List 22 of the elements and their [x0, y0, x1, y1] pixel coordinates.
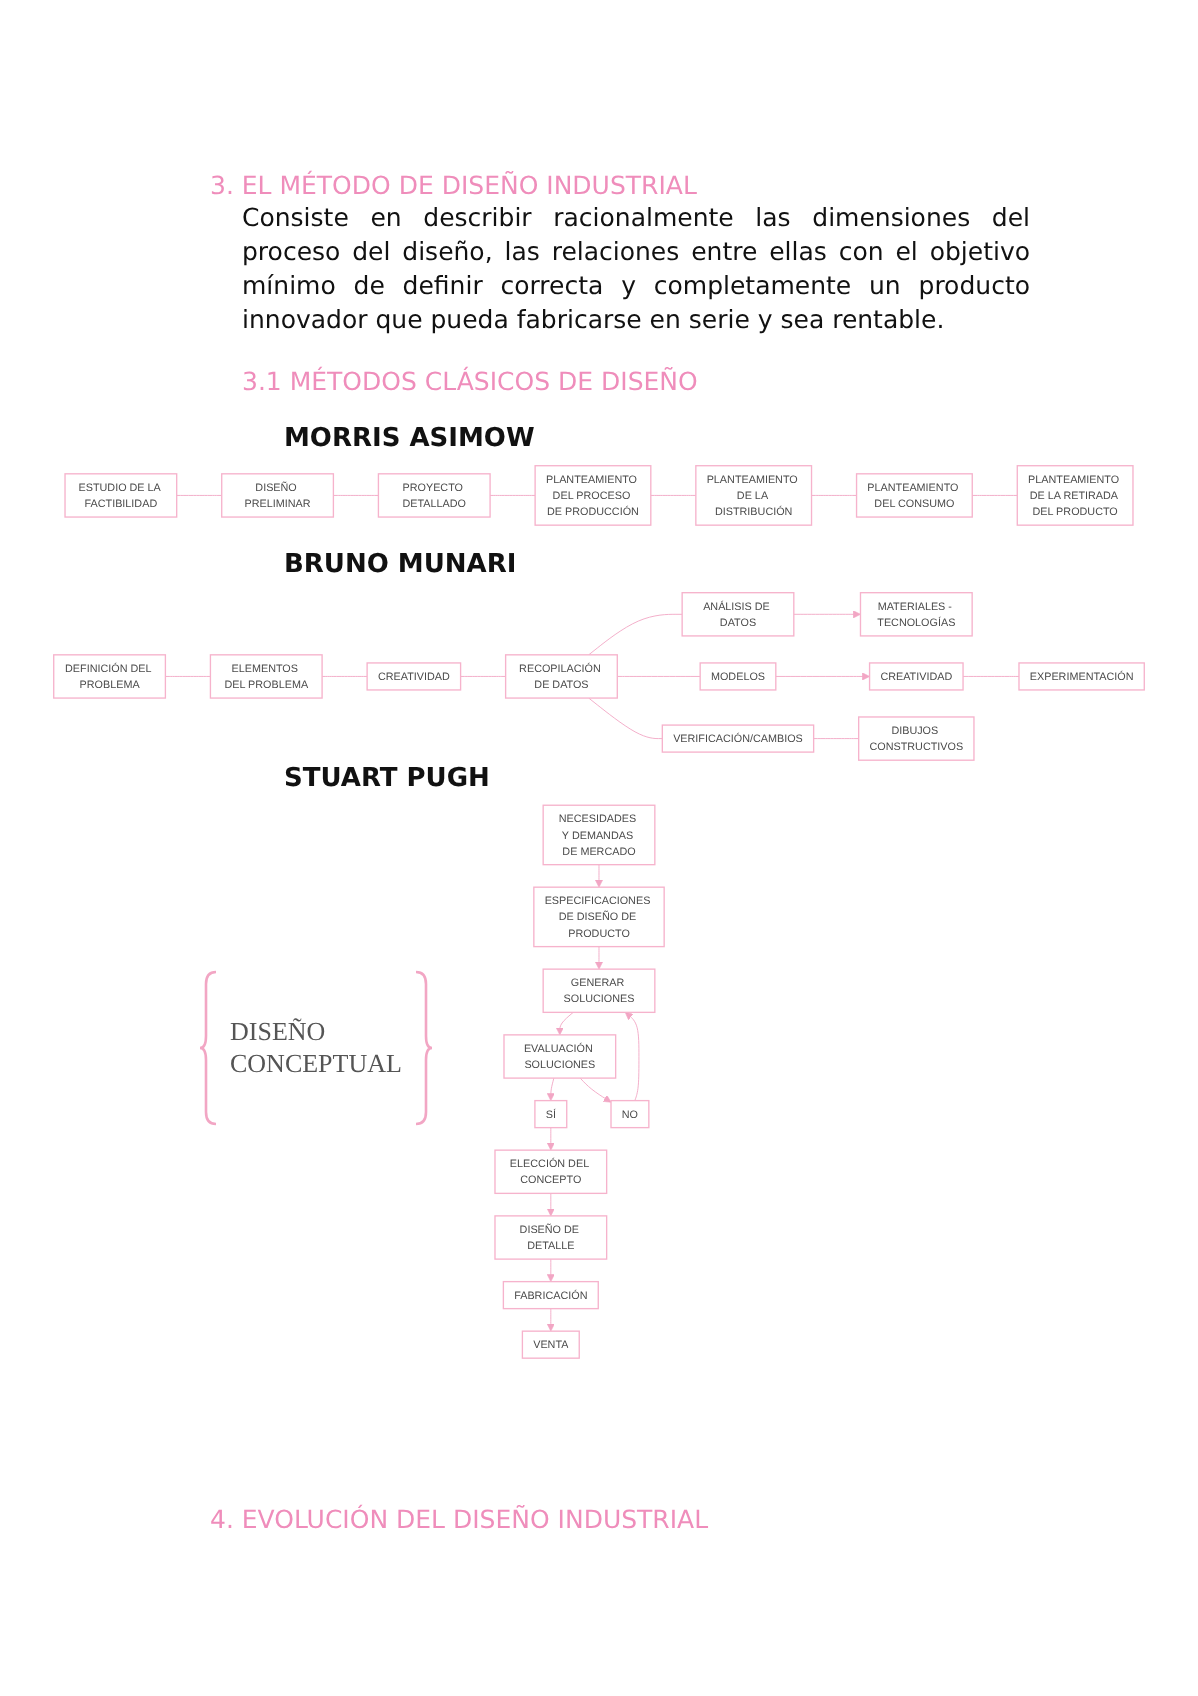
connector-line	[460, 676, 507, 677]
connector-line	[588, 613, 683, 656]
connector-line	[811, 495, 857, 496]
section-heading: 3. EL MÉTODO DE DISEÑO INDUSTRIAL	[210, 170, 697, 200]
connector-line	[616, 676, 701, 677]
connector-line	[164, 676, 211, 677]
connector-line	[332, 495, 379, 496]
connector-line	[813, 738, 860, 740]
author-heading: STUART PUGH	[284, 764, 490, 794]
connector-line	[176, 495, 223, 496]
author-heading: MORRIS ASIMOW	[284, 424, 535, 454]
subsection-heading: 3.1 MÉTODOS CLÁSICOS DE DISEÑO	[242, 366, 698, 396]
connector-line	[489, 495, 536, 496]
connector-line	[650, 495, 697, 496]
annotation-label: DISEÑO CONCEPTUAL	[230, 1016, 402, 1080]
connector-line	[971, 495, 1018, 496]
body-paragraph: Consiste en describir racionalmente las dimensiones del proceso del diseño, las relaciones entre ellas con el objetivo mínimo de definir correcta y completamente un producto innovador que pueda fabricarse en serie y sea rentable.	[242, 200, 1030, 336]
author-heading: BRUNO MUNARI	[284, 550, 517, 580]
connector-line	[962, 676, 1020, 677]
section-heading: 4. EVOLUCIÓN DEL DISEÑO INDUSTRIAL	[210, 1504, 709, 1534]
connector-line	[321, 676, 368, 677]
connector-line	[588, 697, 663, 740]
